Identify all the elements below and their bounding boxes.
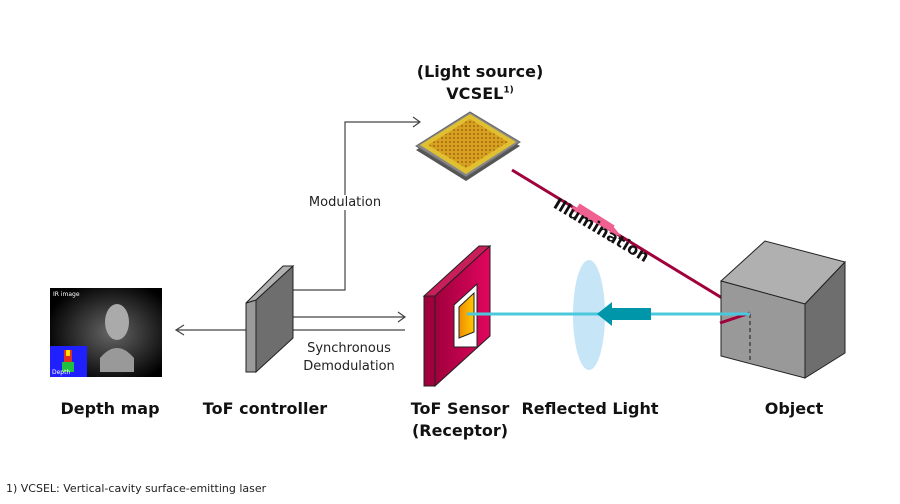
footnote-mark: 1)	[503, 85, 514, 96]
tof-controller-label: ToF controller	[202, 399, 328, 418]
illumination-beam	[511, 168, 751, 317]
light-source-label: (Light source)	[416, 62, 544, 81]
to-depth-map-arrow	[174, 324, 246, 336]
connector-lines	[174, 116, 422, 336]
object-label: Object	[764, 399, 824, 418]
object-cube	[719, 240, 846, 379]
depth-label: Depth	[52, 369, 70, 376]
depth-map-image: IR image Depth	[50, 288, 162, 377]
depth-map-label: Depth map	[60, 399, 160, 418]
reflected-arrow	[597, 302, 651, 326]
sync-label-2: Demodulation	[303, 359, 395, 374]
illumination-arrow-shaft	[576, 203, 615, 231]
vcsel-text: VCSEL	[446, 84, 504, 103]
modulation-label: Modulation	[296, 195, 394, 210]
footnote: 1) VCSEL: Vertical-cavity surface-emitti…	[6, 482, 267, 495]
vcsel-graphic	[415, 111, 521, 181]
tof-controller-graphic	[245, 264, 295, 374]
sync-label-1: Synchronous	[307, 341, 391, 356]
tof-sensor-label-2: (Receptor)	[411, 421, 509, 440]
demodulation-arrow	[280, 311, 407, 323]
tof-sensor-label-1: ToF Sensor	[410, 399, 510, 418]
vcsel-label: VCSEL1)	[400, 84, 560, 103]
ir-image-label: IR image	[53, 291, 80, 298]
tof-sensor-graphic	[422, 244, 492, 388]
reflected-light-label: Reflected Light	[521, 399, 659, 418]
